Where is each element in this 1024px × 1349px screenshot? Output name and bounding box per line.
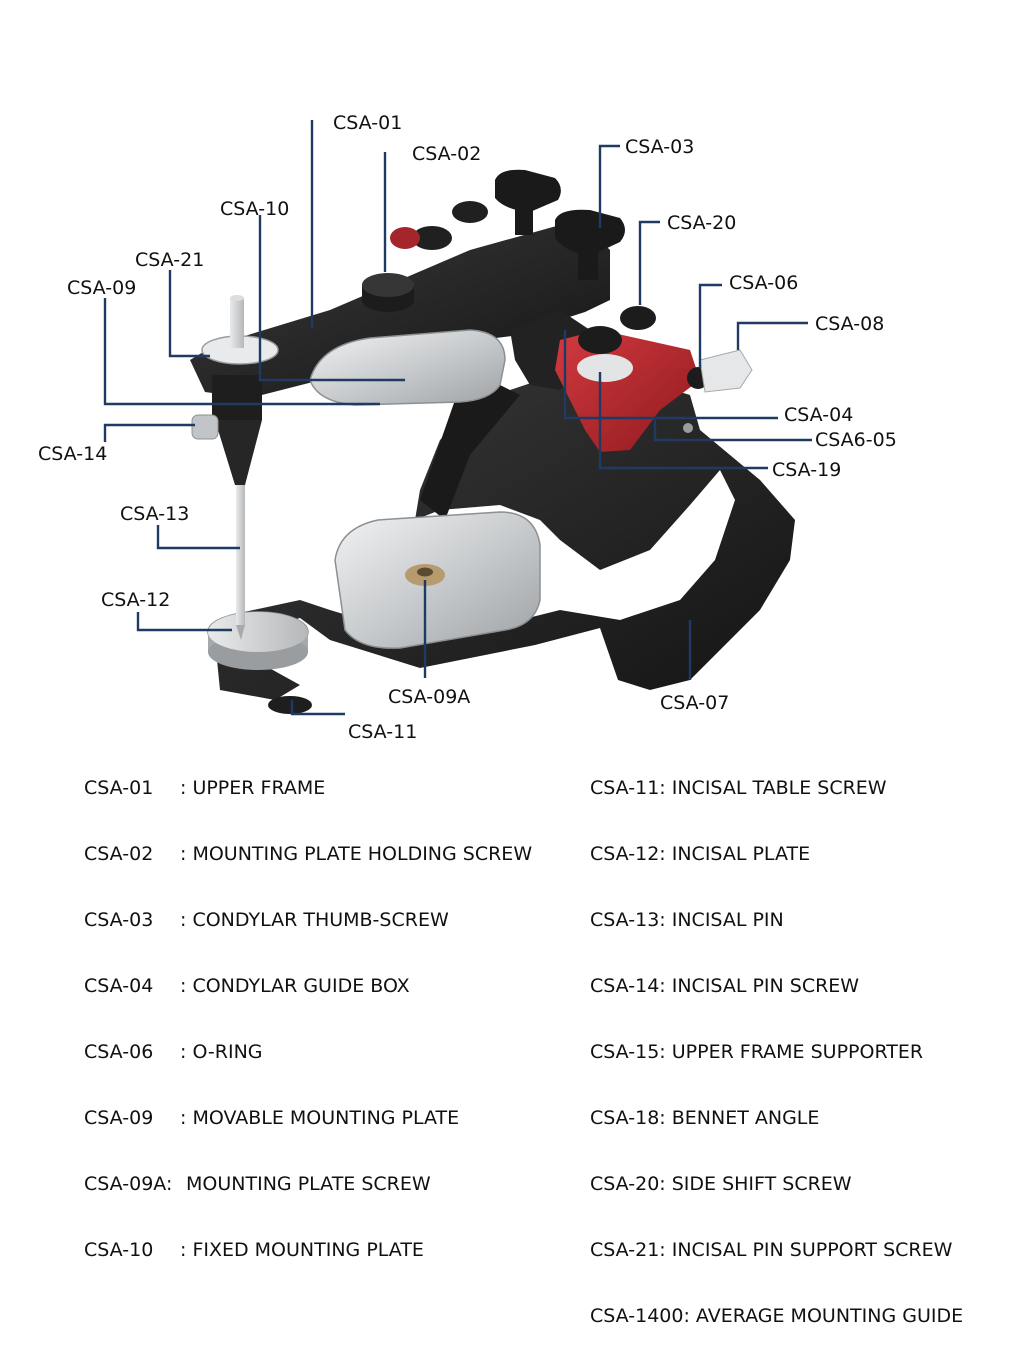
upper-frame <box>190 225 610 398</box>
leader-csa-08 <box>736 321 808 350</box>
legend-row: CSA-09A: MOUNTING PLATE SCREW <box>84 1173 431 1195</box>
label-csa-07: CSA-07 <box>660 692 729 714</box>
label-csa-09: CSA-09 <box>67 277 136 299</box>
label-csa-09a: CSA-09A <box>388 686 470 708</box>
leader-csa-03 <box>598 144 620 228</box>
leader-csa-10 <box>258 215 405 382</box>
leader-csa-04 <box>563 330 778 420</box>
label-csa6-05: CSA6-05 <box>815 429 897 451</box>
callout-labels: CSA-01 CSA-02 CSA-03 CSA-20 CSA-10 CSA-2… <box>38 112 897 743</box>
label-csa-10: CSA-10 <box>220 198 289 220</box>
leader-csa-20 <box>638 220 660 305</box>
leader-csa-12 <box>136 612 232 632</box>
label-csa-02: CSA-02 <box>412 143 481 165</box>
legend-row: CSA-1400: AVERAGE MOUNTING GUIDE <box>590 1305 964 1327</box>
label-csa-11: CSA-11 <box>348 721 417 743</box>
knob-a <box>412 226 452 250</box>
legend-row: CSA-12: INCISAL PLATE <box>590 843 811 865</box>
label-csa-08: CSA-08 <box>815 313 884 335</box>
articulator-diagram: CSA-01 CSA-02 CSA-03 CSA-20 CSA-10 CSA-2… <box>38 112 897 743</box>
legend-row: CSA-15: UPPER FRAME SUPPORTER <box>590 1041 924 1063</box>
side-shift-screw <box>620 306 656 330</box>
legend-right: CSA-11: INCISAL TABLE SCREW CSA-12: INCI… <box>590 733 963 1349</box>
label-csa-14: CSA-14 <box>38 443 107 465</box>
leader-lines <box>103 120 812 716</box>
leader-csa6-05 <box>653 420 812 442</box>
legend-row: CSA-03: CONDYLAR THUMB-SCREW <box>84 909 449 931</box>
incisal-pin-screw <box>191 414 219 440</box>
legend-row: CSA-10: FIXED MOUNTING PLATE <box>84 1239 424 1261</box>
incisal-pin-block <box>212 375 262 420</box>
label-csa-20: CSA-20 <box>667 212 736 234</box>
leader-csa-09 <box>103 298 380 406</box>
bennet-angle-knob <box>578 326 622 354</box>
label-csa-21: CSA-21 <box>135 249 204 271</box>
knob-b <box>452 201 488 223</box>
condylar-shaft <box>699 349 753 393</box>
legend-row: CSA-14: INCISAL PIN SCREW <box>590 975 860 997</box>
legend-row: CSA-06: O-RING <box>84 1041 263 1063</box>
legend-row: CSA-04: CONDYLAR GUIDE BOX <box>84 975 410 997</box>
lower-frame-column <box>420 385 520 520</box>
legend-row: CSA-13: INCISAL PIN <box>590 909 784 931</box>
incisal-pin-cone <box>215 420 262 485</box>
label-csa-13: CSA-13 <box>120 503 189 525</box>
label-csa-12: CSA-12 <box>101 589 170 611</box>
label-csa-19: CSA-19 <box>772 459 841 481</box>
leader-csa-06 <box>698 283 722 368</box>
leader-csa-14 <box>103 423 195 442</box>
incisal-table-screw <box>268 696 312 714</box>
incisal-pin <box>236 485 245 625</box>
label-csa-03: CSA-03 <box>625 136 694 158</box>
legend-row: CSA-01: UPPER FRAME <box>84 777 326 799</box>
legend-row: CSA-11: INCISAL TABLE SCREW <box>590 777 887 799</box>
condylar-thumb-screw-front <box>555 209 625 256</box>
legend-row: CSA-09: MOVABLE MOUNTING PLATE <box>84 1107 460 1129</box>
legend-row: CSA-18: BENNET ANGLE <box>590 1107 820 1129</box>
leader-csa-19 <box>598 372 768 470</box>
legend-row: CSA-20: SIDE SHIFT SCREW <box>590 1173 852 1195</box>
legend-row: CSA-02: MOUNTING PLATE HOLDING SCREW <box>84 843 533 865</box>
leader-csa-13 <box>156 525 240 550</box>
leader-csa-11 <box>290 700 345 716</box>
articulator-illustration <box>190 169 795 714</box>
label-csa-01: CSA-01 <box>333 112 402 134</box>
legend-row: CSA-21: INCISAL PIN SUPPORT SCREW <box>590 1239 953 1261</box>
label-csa-06: CSA-06 <box>729 272 798 294</box>
condylar-thumb-screw-rear <box>495 169 561 212</box>
legend-left: CSA-01: UPPER FRAME CSA-02: MOUNTING PLA… <box>84 733 532 1283</box>
leader-csa-21 <box>168 270 210 358</box>
lower-frame <box>215 370 795 700</box>
label-csa-04: CSA-04 <box>784 404 853 426</box>
